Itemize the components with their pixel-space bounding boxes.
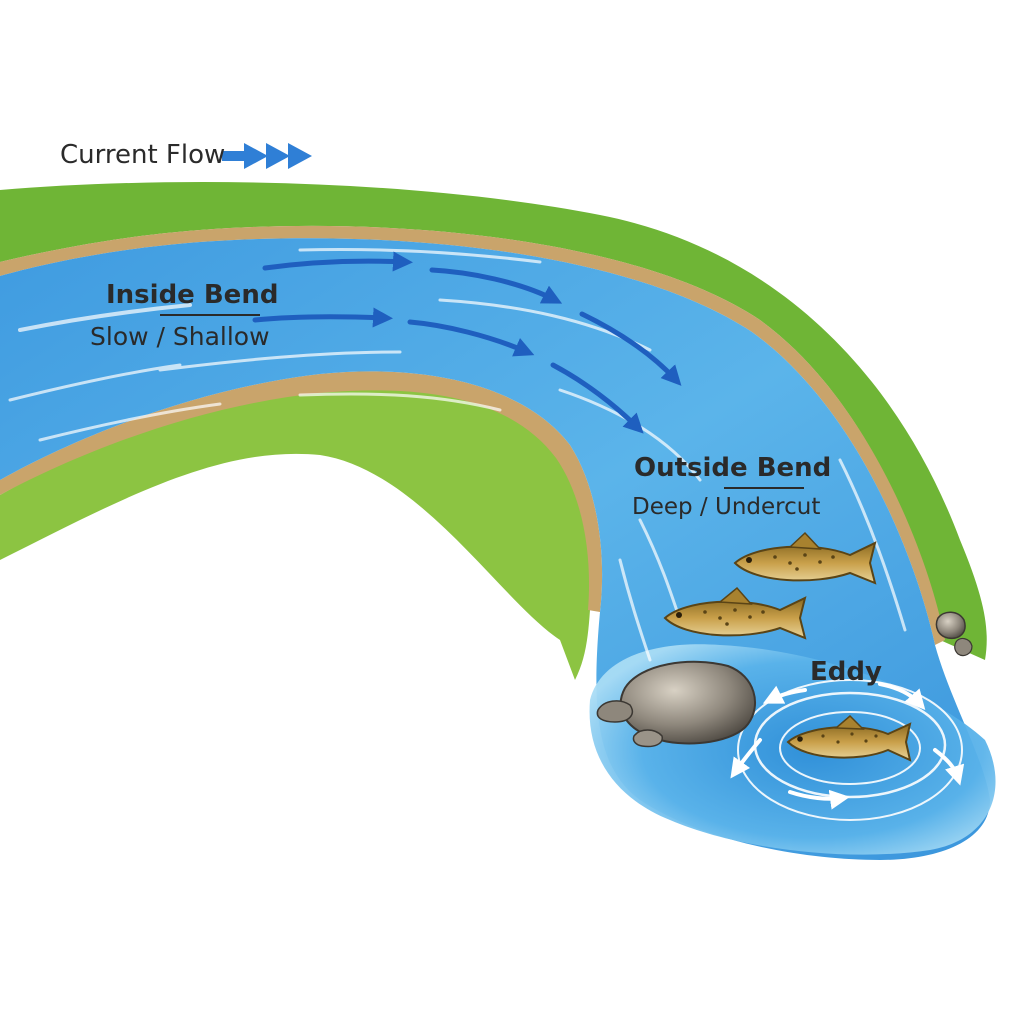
rock-icon	[935, 611, 973, 657]
rock-icon	[596, 660, 756, 748]
inside-bend-underline	[160, 314, 260, 316]
outside-bend-underline	[724, 487, 804, 489]
flow-arrow-icon	[407, 319, 535, 357]
eddy-title: Eddy	[810, 657, 882, 687]
flow-arrows	[252, 251, 682, 434]
outside-bend-title: Outside Bend	[634, 453, 832, 483]
fish-icon	[733, 531, 877, 585]
fish-icon	[786, 714, 912, 762]
fish-icon	[663, 586, 807, 640]
legend-arrow	[222, 143, 312, 169]
inside-bend-subtitle: Slow / Shallow	[90, 322, 270, 351]
flow-arrow-icon	[550, 362, 644, 434]
flow-arrow-icon	[288, 143, 312, 169]
flow-arrow-icon	[252, 307, 393, 328]
legend-arrow-shaft	[222, 151, 252, 161]
flow-arrow-icon	[429, 267, 563, 304]
inner-bank-grass	[0, 381, 592, 680]
inside-bend-title: Inside Bend	[106, 280, 279, 310]
flow-arrow-icon	[262, 251, 413, 272]
flow-arrow-icon	[266, 143, 290, 169]
flow-arrow-icon	[244, 143, 268, 169]
outer-bank-grass	[0, 182, 987, 660]
eddy-arrows	[730, 682, 965, 810]
flow-arrow-icon	[579, 311, 682, 386]
legend-label: Current Flow	[60, 140, 226, 170]
outside-bend-subtitle: Deep / Undercut	[632, 494, 821, 520]
